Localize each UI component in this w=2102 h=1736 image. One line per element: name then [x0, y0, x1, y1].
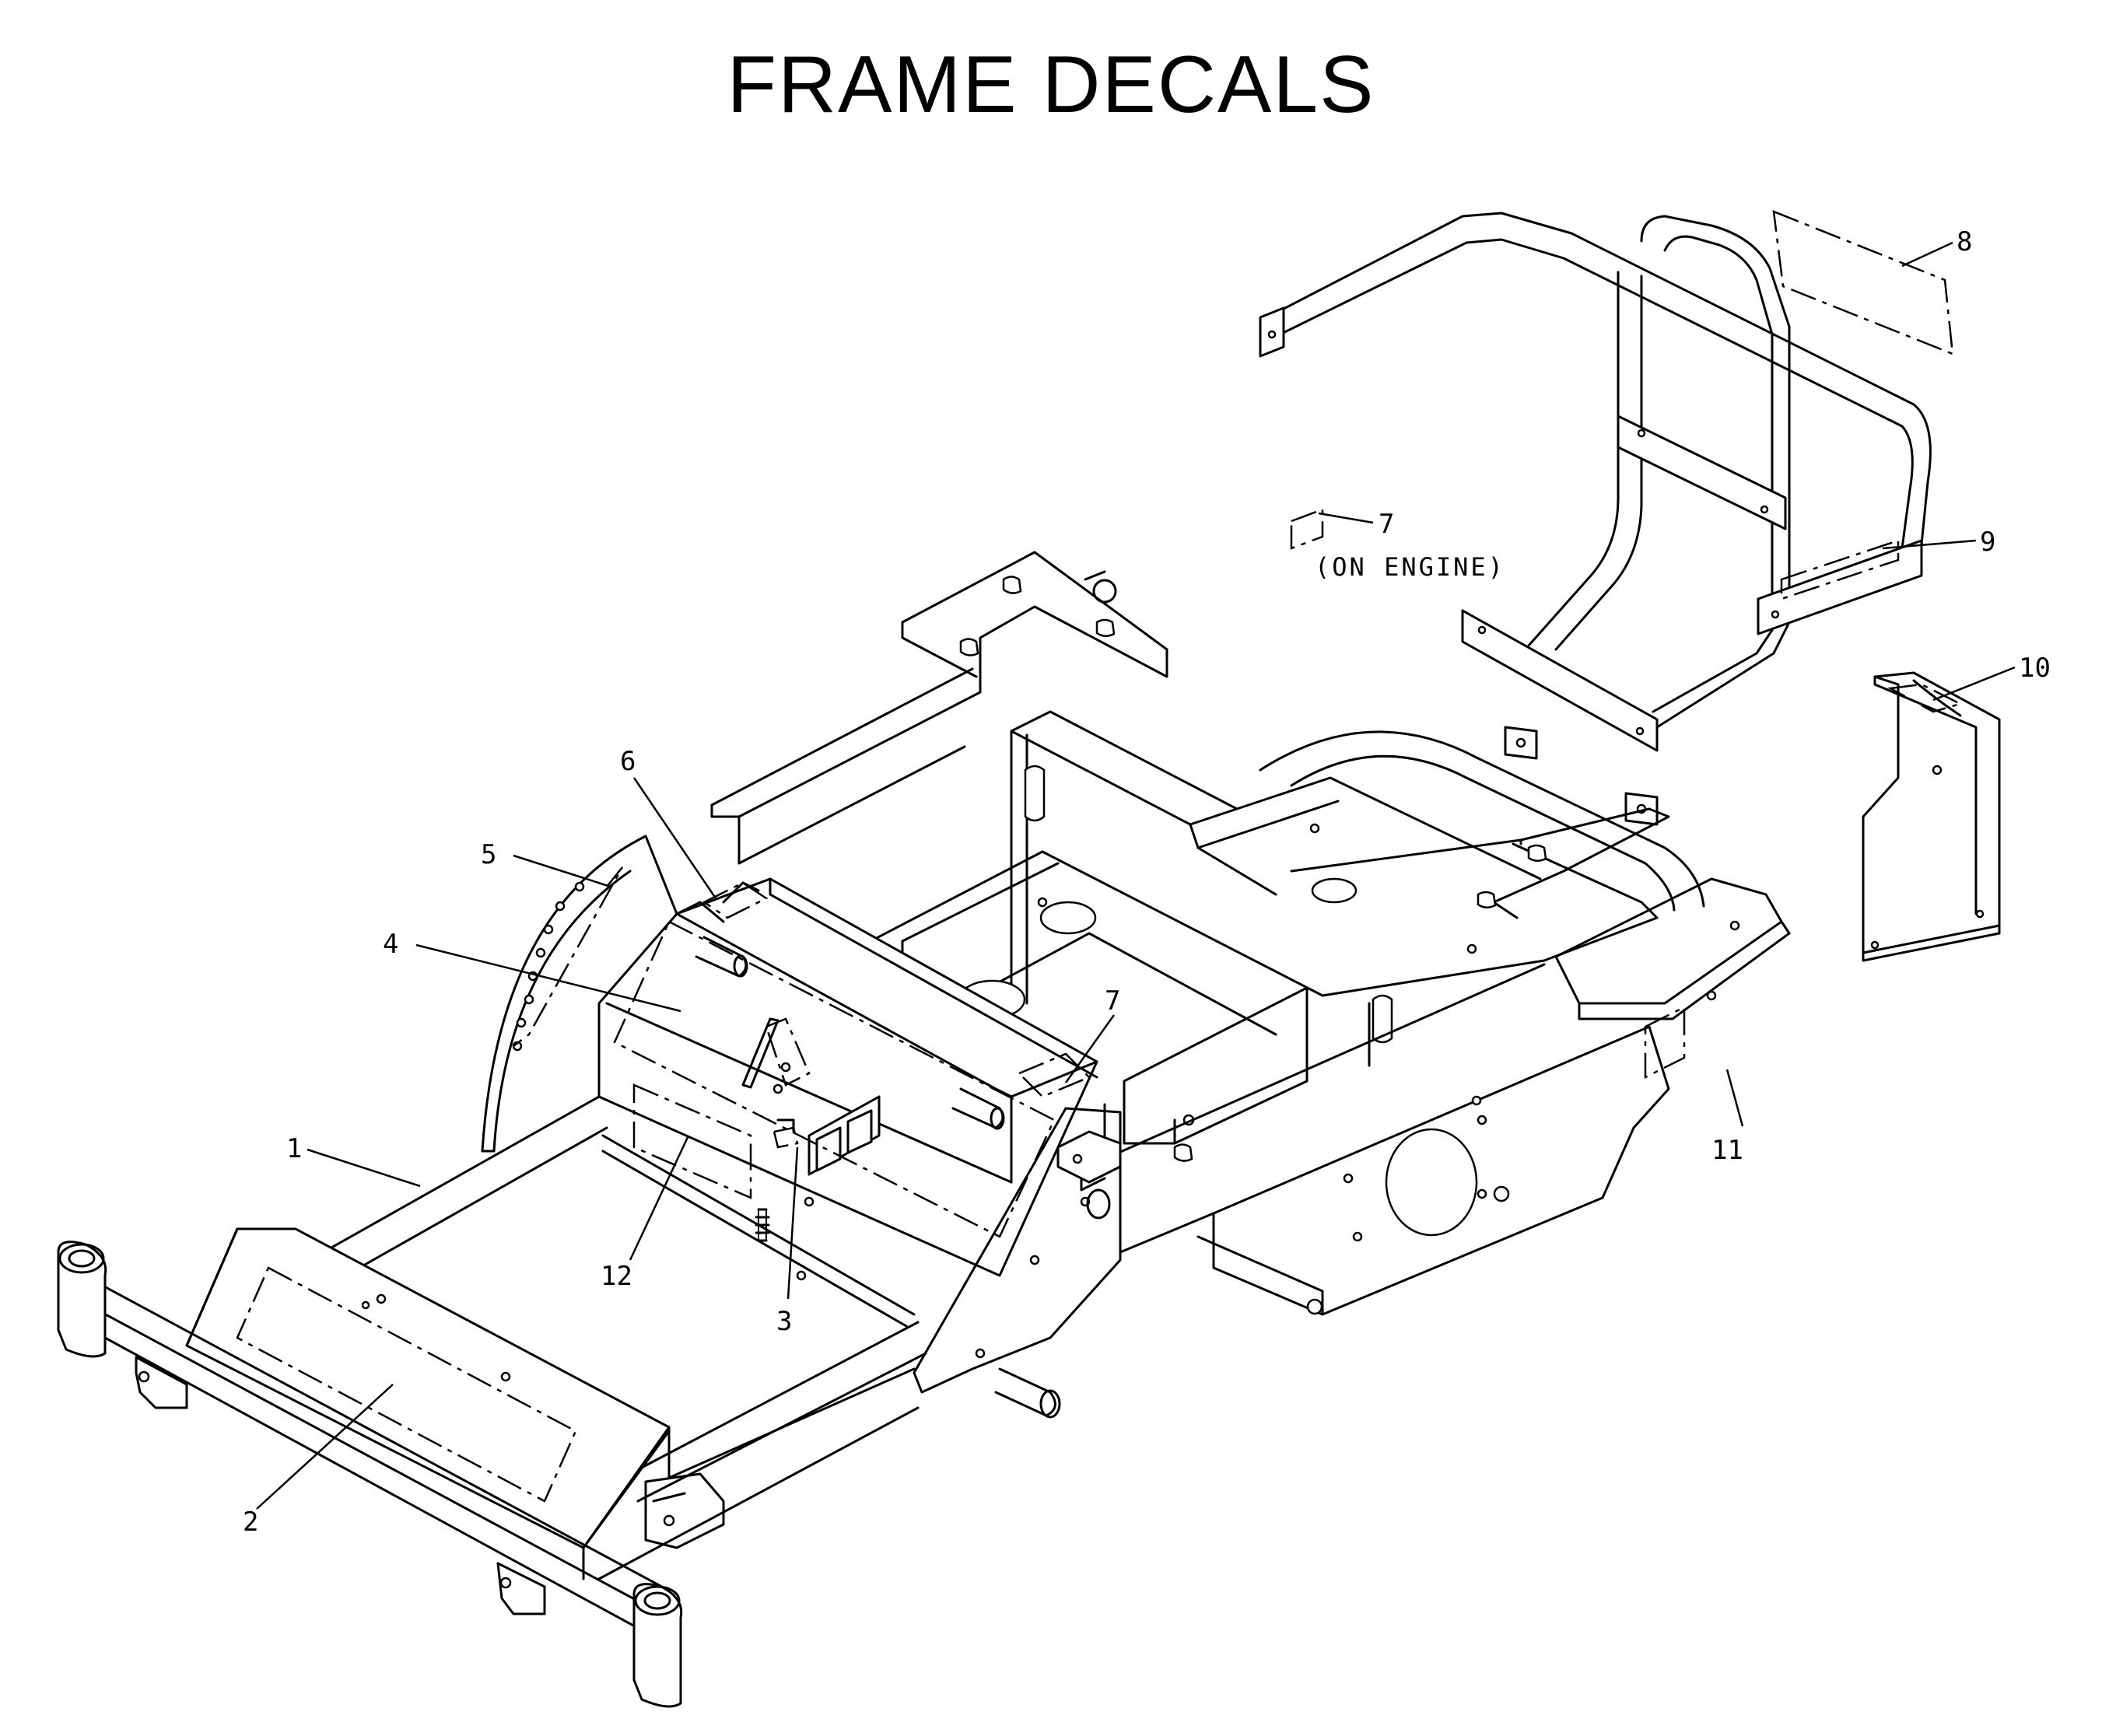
decal-7-frame	[1017, 1052, 1091, 1098]
callout-4: 4	[383, 929, 398, 960]
decal-11	[1644, 1005, 1686, 1080]
side-shield	[1862, 671, 2001, 962]
callout-11: 11	[1711, 1135, 1743, 1166]
note-on-engine: (ON ENGINE)	[1315, 552, 1505, 582]
engine-deck	[854, 710, 1542, 1044]
callout-8: 8	[1957, 226, 1972, 257]
callout-10: 10	[2019, 653, 2051, 684]
control-console	[481, 835, 1122, 1419]
callout-3: 3	[776, 1306, 792, 1337]
decal-12	[632, 1083, 752, 1199]
rear-frame	[1259, 726, 1791, 1020]
callout-1: 1	[286, 1133, 302, 1164]
decal-10	[1887, 683, 1964, 713]
right-plate	[1123, 807, 1670, 1162]
callout-2: 2	[243, 1507, 258, 1538]
callouts: 1 2 3 4 5 6 7 7 (ON ENGINE) 8 9 10 11 12	[243, 226, 2051, 1538]
decal-2	[236, 1266, 577, 1503]
decal-9	[1780, 539, 1900, 600]
left-rear-plate	[710, 551, 1168, 865]
roll-bar	[1259, 212, 1932, 752]
decal-8	[1772, 210, 1954, 355]
decal-5	[513, 866, 624, 1047]
callout-5: 5	[481, 839, 496, 870]
front-frame	[57, 1095, 927, 1708]
decal-4-inner	[765, 1017, 811, 1087]
decal-4	[613, 920, 1056, 1238]
callout-6: 6	[620, 746, 636, 777]
decal-7-engine	[1290, 508, 1324, 550]
callout-9: 9	[1980, 527, 1995, 558]
callout-7-frame: 7	[1105, 985, 1120, 1017]
callout-7-engine: 7	[1379, 509, 1394, 540]
decal-3	[772, 1126, 799, 1149]
leader-lines	[256, 241, 2016, 1510]
decal-6	[702, 881, 769, 919]
callout-12: 12	[601, 1261, 632, 1292]
diagram-title: FRAME DECALS	[727, 40, 1375, 130]
